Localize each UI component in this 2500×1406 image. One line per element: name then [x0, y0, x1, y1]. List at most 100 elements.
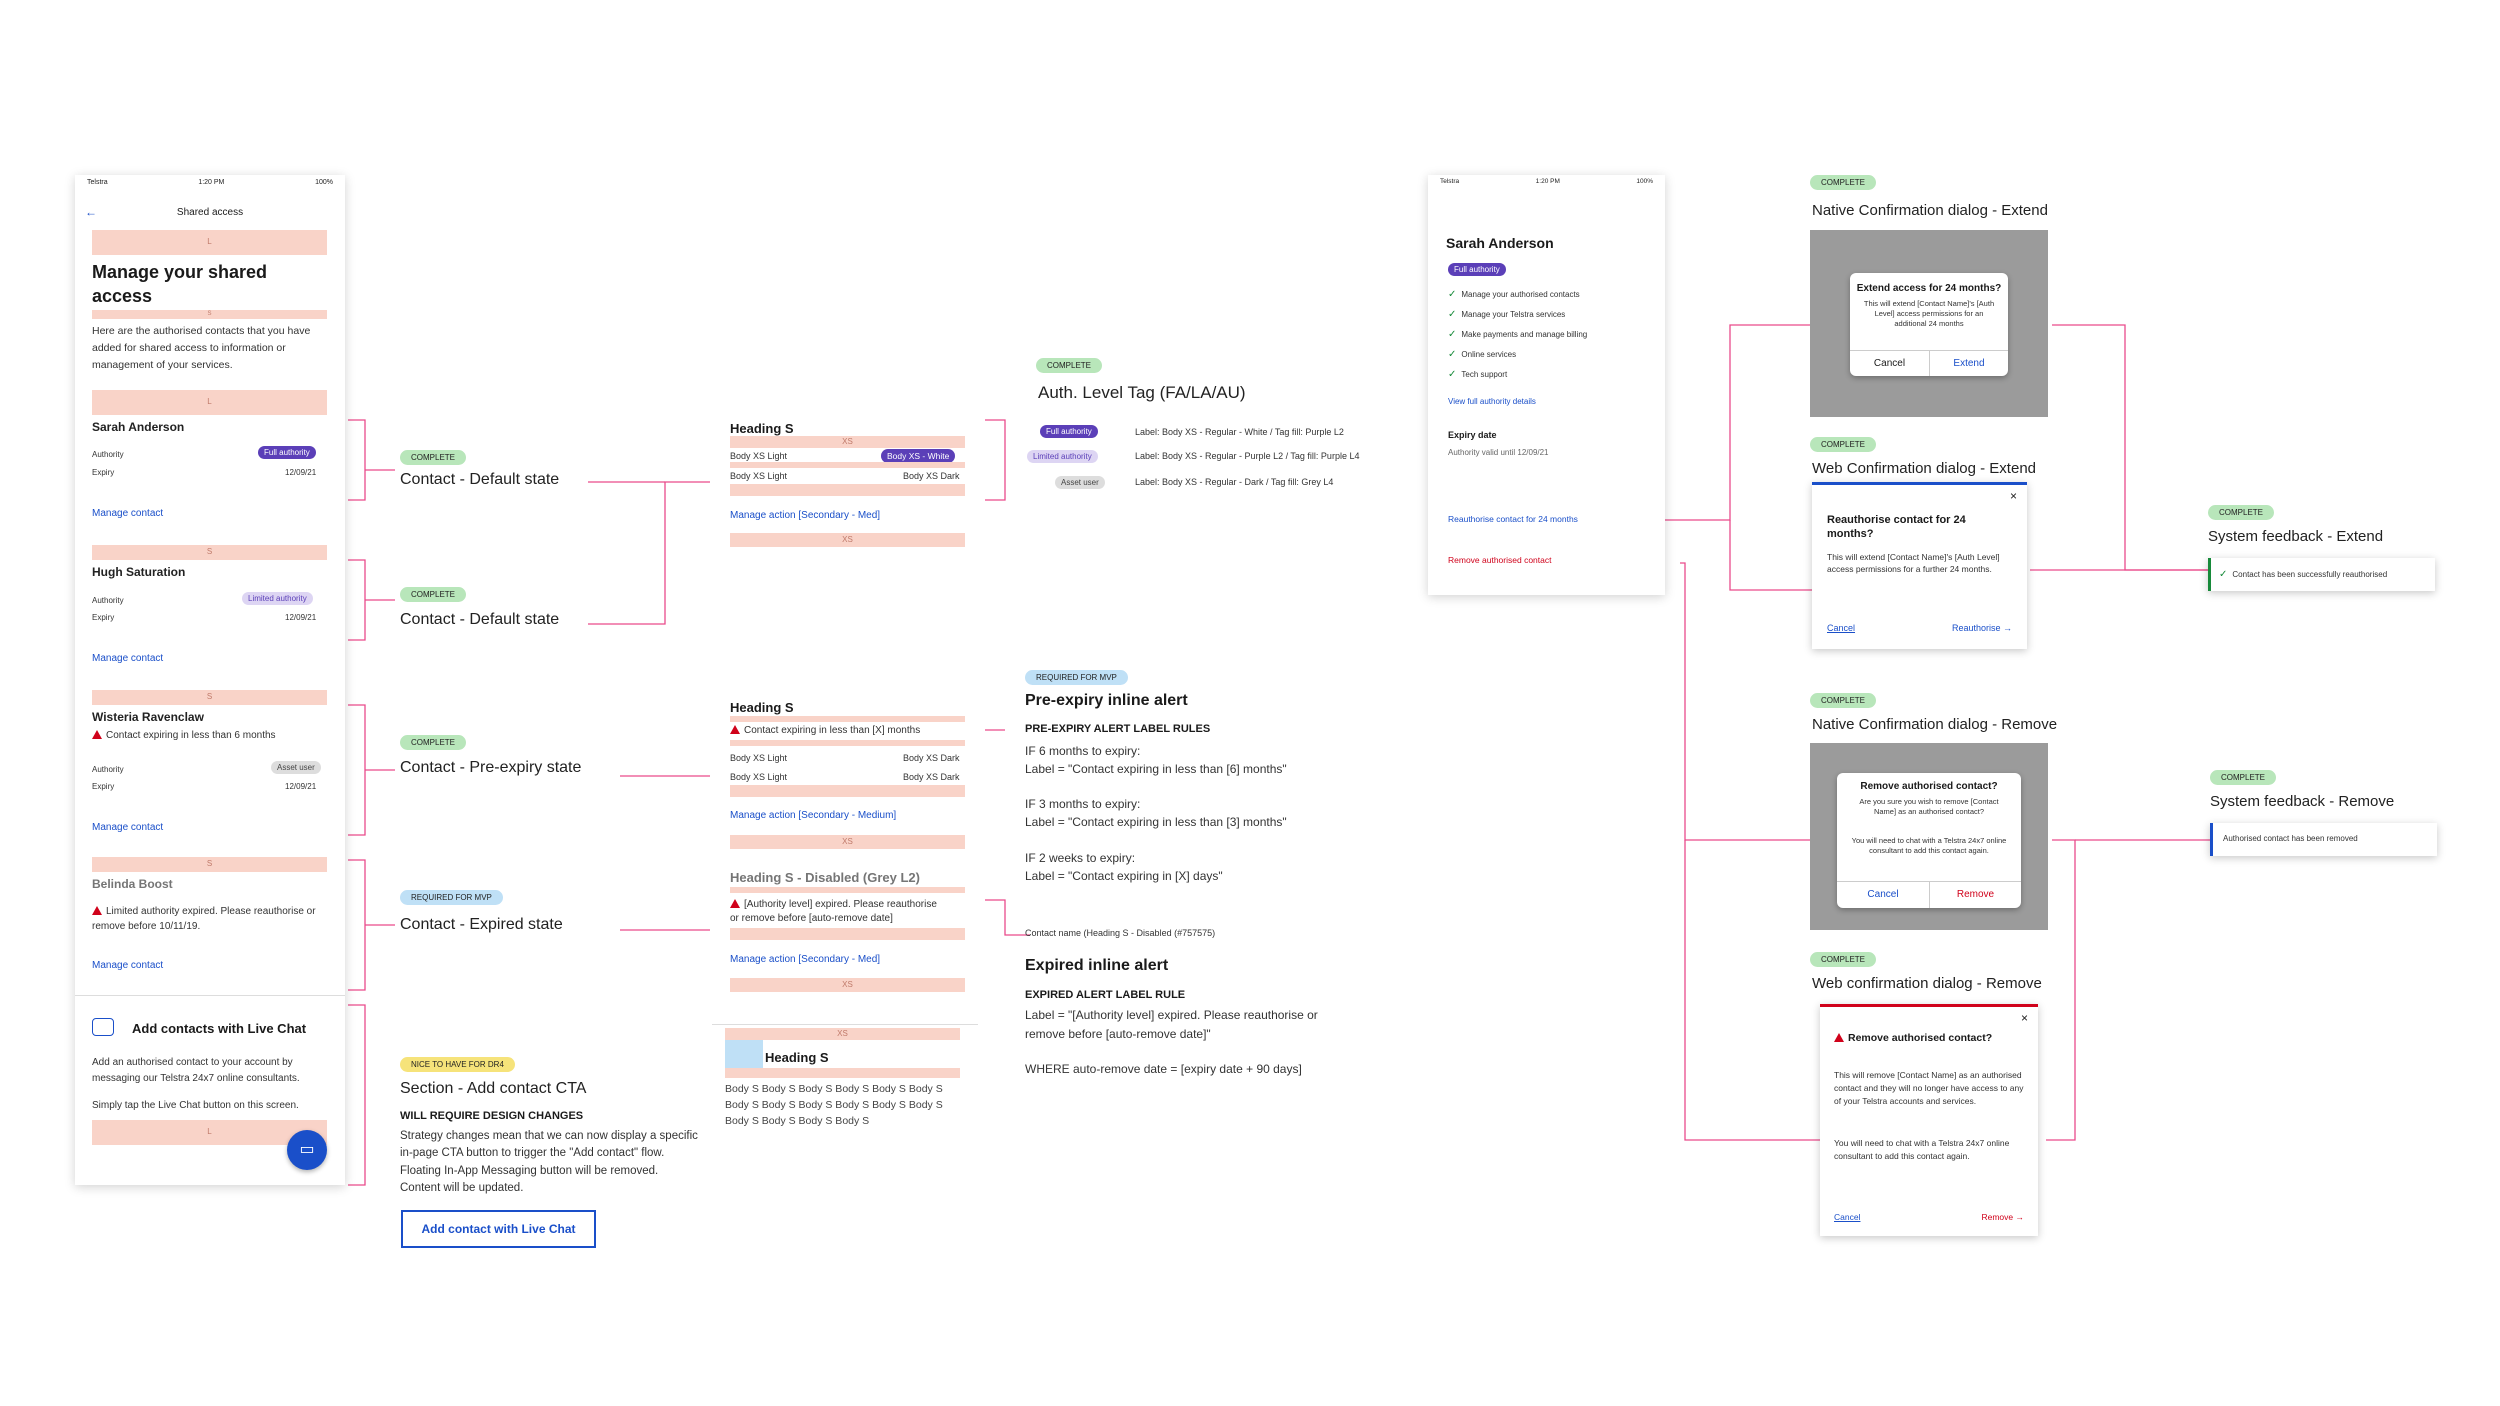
- expired-rule: Label = "[Authority level] expired. Plea…: [1025, 1008, 1318, 1041]
- spec-heading: Heading S: [765, 1050, 829, 1065]
- chat-icon: [92, 1018, 114, 1036]
- status-bar: Telstra 1:20 PM 100%: [75, 175, 345, 189]
- back-arrow-icon[interactable]: ←: [85, 205, 97, 219]
- spec-body-light: Body XS Light: [730, 471, 788, 481]
- close-icon[interactable]: ×: [2020, 1011, 2028, 1025]
- dialog-body2: You will need to chat with a Telstra 24x…: [1834, 1138, 2010, 1161]
- spacer-s: S: [92, 310, 327, 319]
- livechat-body2: Simply tap the Live Chat button on this …: [92, 1100, 299, 1111]
- expiry-value: 12/09/21: [285, 782, 317, 791]
- time: 1:20 PM: [1535, 177, 1560, 185]
- authtag-desc: Label: Body XS - Regular - Purple L2 / T…: [1135, 451, 1360, 461]
- floating-chat-button[interactable]: ▭: [287, 1130, 327, 1170]
- feedback-label: System feedback - Extend: [2208, 528, 2384, 545]
- toast-message: Authorised contact has been removed: [2223, 834, 2358, 843]
- state-label: Contact - Default state: [400, 471, 560, 488]
- dialog-body: Are you sure you wish to remove [Contact…: [1859, 797, 1999, 816]
- dialog-label: Native Confirmation dialog - Extend: [1812, 202, 2048, 219]
- authority-tag: Limited authority: [1027, 450, 1098, 463]
- check-icon: ✓: [1448, 329, 1457, 340]
- livechat-body: Add an authorised contact to your accoun…: [92, 1057, 300, 1084]
- remove-button[interactable]: Remove: [1929, 882, 2021, 908]
- spacer-xs: XS: [730, 978, 965, 992]
- spacer-xs: [730, 462, 965, 468]
- cta-note-title: WILL REQUIRE DESIGN CHANGES: [400, 1110, 584, 1122]
- rule-line: Label = "Contact expiring in less than […: [1025, 762, 1287, 776]
- spacer-xs: XS: [730, 436, 965, 448]
- expiry-label: Expiry: [92, 782, 115, 791]
- remove-contact-link[interactable]: Remove authorised contact: [1448, 555, 1552, 565]
- alert-text: Contact expiring in less than 6 months: [106, 730, 276, 741]
- authority-label: Authority: [92, 596, 124, 605]
- expiry-text: Authority valid until 12/09/21: [1448, 448, 1549, 457]
- dialog-title: Remove authorised contact?: [1860, 781, 1998, 792]
- spacer-xs: XS: [725, 1028, 960, 1040]
- warning-icon: [730, 725, 740, 734]
- contact-name: Sarah Anderson: [1446, 235, 1554, 251]
- contact-name: Belinda Boost: [92, 877, 173, 891]
- spacer-xs: [730, 928, 965, 940]
- authority-label: Authority: [92, 450, 124, 459]
- contact-name: Hugh Saturation: [92, 565, 186, 579]
- view-details-link[interactable]: View full authority details: [1448, 397, 1536, 406]
- authority-tag: Full authority: [1448, 263, 1506, 276]
- add-contact-button[interactable]: Add contact with Live Chat: [401, 1210, 596, 1248]
- authority-label: Authority: [92, 765, 124, 774]
- feedback-label: System feedback - Remove: [2210, 793, 2395, 810]
- status-pill-complete: COMPLETE: [1810, 952, 1877, 967]
- spec-tag-white: Body XS - White: [881, 449, 956, 463]
- spec-alert: Contact expiring in less than [X] months: [730, 725, 920, 736]
- toast-message: ✓Contact has been successfully reauthori…: [2219, 569, 2388, 580]
- reauthorise-link[interactable]: Reauthorise →: [1951, 623, 2012, 633]
- divider: [1850, 350, 2008, 351]
- cancel-button[interactable]: Cancel: [1873, 358, 1906, 369]
- spec-manage-action: Manage action [Secondary - Medium]: [730, 810, 897, 821]
- expiry-label: Expiry: [92, 468, 115, 477]
- expiry-alert: Contact expiring in less than 6 months: [92, 730, 276, 741]
- close-icon[interactable]: ×: [2009, 489, 2017, 503]
- contact-name-note: Contact name (Heading S - Disabled (#757…: [1025, 928, 1216, 938]
- nav-title: Shared access: [176, 207, 244, 218]
- authtag-desc: Label: Body XS - Regular - Dark / Tag fi…: [1135, 477, 1334, 487]
- manage-contact-link[interactable]: Manage contact: [92, 822, 164, 833]
- authtag-title: Auth. Level Tag (FA/LA/AU): [1038, 383, 1246, 402]
- livechat-title: Add contacts with Live Chat: [132, 1021, 307, 1036]
- state-label: Section - Add contact CTA: [400, 1080, 587, 1097]
- divider: [1837, 881, 2021, 882]
- status-pill-complete: COMPLETE: [2210, 770, 2277, 785]
- reauthorise-link[interactable]: Reauthorise contact for 24 months: [1448, 514, 1578, 524]
- authority-tag: Full authority: [1040, 425, 1098, 438]
- page-title: Manage your shared access: [92, 262, 268, 307]
- dialog-body: This will remove [Contact Name] as an au…: [1834, 1070, 2024, 1106]
- spacer-l: L: [92, 230, 327, 255]
- dialog-body: This will extend [Contact Name]'s [Auth …: [1827, 552, 2000, 574]
- expired-alert: Limited authority expired. Please reauth…: [92, 905, 332, 934]
- manage-contact-link[interactable]: Manage contact: [92, 508, 164, 519]
- spec-body-dark: Body XS Dark: [903, 471, 960, 481]
- status-bar: Telstra 1:20 PM 100%: [1428, 175, 1665, 187]
- remove-link[interactable]: Remove →: [1981, 1212, 2024, 1222]
- cancel-link[interactable]: Cancel: [1834, 1212, 1861, 1222]
- extend-button[interactable]: Extend: [1929, 351, 2008, 376]
- spacer-s: S: [92, 545, 327, 560]
- spacer-xs: [730, 785, 965, 797]
- carrier: Telstra: [87, 178, 108, 186]
- native-dialog-backdrop: Extend access for 24 months? This will e…: [1810, 230, 2048, 417]
- cancel-button[interactable]: Cancel: [1867, 889, 1899, 900]
- expired-title: Expired inline alert: [1025, 957, 1169, 974]
- status-pill-complete: COMPLETE: [400, 450, 467, 465]
- spacer-xs: [725, 1068, 960, 1078]
- manage-contact-link[interactable]: Manage contact: [92, 653, 164, 664]
- status-pill-complete: COMPLETE: [1036, 358, 1103, 373]
- native-dialog-backdrop: Remove authorised contact? Are you sure …: [1810, 743, 2048, 930]
- manage-contact-link[interactable]: Manage contact: [92, 960, 164, 971]
- web-extend-dialog: × Reauthorise contact for 24 months? Thi…: [1812, 482, 2027, 649]
- alert-text: Limited authority expired. Please reauth…: [92, 906, 316, 932]
- status-pill-complete: COMPLETE: [1810, 437, 1877, 452]
- time: 1:20 PM: [198, 178, 225, 186]
- spec-alert-text: Contact expiring in less than [X] months: [744, 725, 921, 736]
- spacer-xs: [730, 716, 965, 722]
- battery: 100%: [315, 178, 333, 186]
- cancel-link[interactable]: Cancel: [1827, 623, 1856, 633]
- check-icon: ✓: [1448, 349, 1457, 360]
